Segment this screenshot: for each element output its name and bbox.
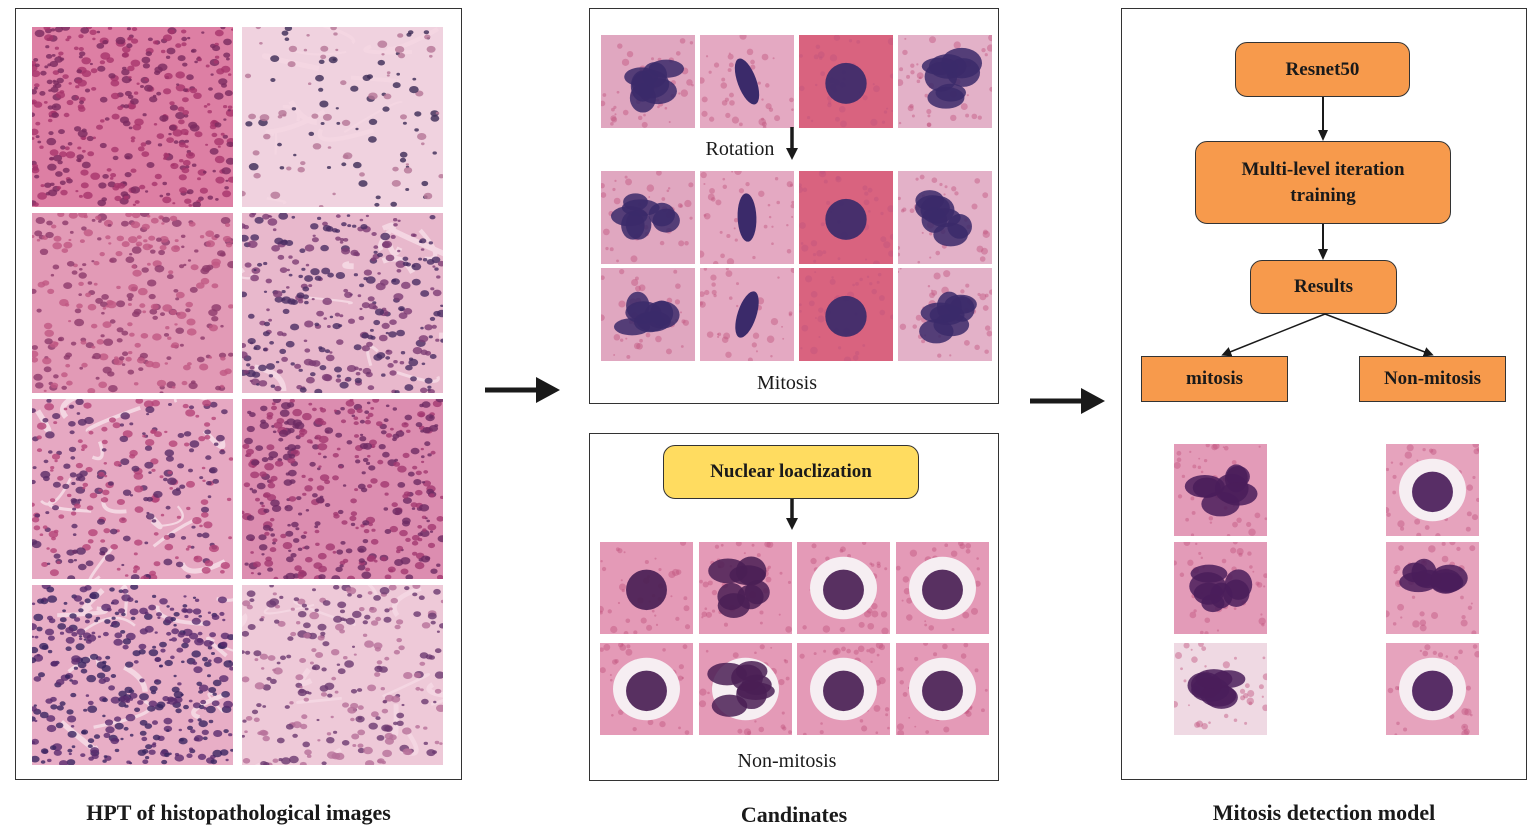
non-mitosis-patch xyxy=(699,643,792,735)
non-mitosis-patch xyxy=(896,542,989,634)
mitosis-patch xyxy=(799,171,893,264)
resnet50-box: Resnet50 xyxy=(1235,42,1410,97)
non-mitosis-patch xyxy=(797,643,890,735)
non-mitosis-patch xyxy=(600,643,693,735)
training-box: Multi-level iteration training xyxy=(1195,141,1451,224)
results-box: Results xyxy=(1250,260,1397,314)
mitosis-patch xyxy=(601,268,695,361)
non-mitosis-patch xyxy=(896,643,989,735)
nuclear-localization-box: Nuclear loaclization xyxy=(663,445,919,499)
hpt-image-tile xyxy=(32,213,233,393)
non-mitosis-result-patch xyxy=(1386,643,1479,735)
mitosis-patch xyxy=(898,35,992,128)
caption-model: Mitosis detection model xyxy=(1212,800,1436,825)
hpt-image-tile xyxy=(242,27,443,207)
mitosis-result-patch xyxy=(1174,444,1267,536)
mitosis-result-patch xyxy=(1174,643,1267,735)
mitosis-patch xyxy=(799,268,893,361)
mitosis-patch xyxy=(601,35,695,128)
non-mitosis-result-patch xyxy=(1386,542,1479,634)
non-mitosis-patch xyxy=(699,542,792,634)
caption-candidates: Candinates xyxy=(740,802,848,827)
hpt-image-tile xyxy=(32,27,233,207)
mitosis-patch xyxy=(898,171,992,264)
hpt-image-tile xyxy=(242,399,443,579)
hpt-image-tile xyxy=(242,213,443,393)
arrow-candidates-to-model xyxy=(1030,388,1105,414)
arrow-hpt-to-candidates xyxy=(485,377,560,403)
rotation-label: Rotation xyxy=(705,138,775,160)
mitosis-patch xyxy=(700,35,794,128)
hpt-image-tile xyxy=(32,585,233,765)
hpt-image-tile xyxy=(32,399,233,579)
non-mitosis-patch xyxy=(797,542,890,634)
mitosis-patch xyxy=(601,171,695,264)
non-mitosis-patch xyxy=(600,542,693,634)
mitosis-result-patch xyxy=(1174,542,1267,634)
mitosis-label: Mitosis xyxy=(756,372,818,394)
mitosis-patch xyxy=(700,268,794,361)
hpt-image-tile xyxy=(242,585,443,765)
mitosis-patch xyxy=(799,35,893,128)
mitosis-patch xyxy=(700,171,794,264)
mitosis-patch xyxy=(898,268,992,361)
mitosis-box: mitosis xyxy=(1141,356,1288,402)
non-mitosis-result-patch xyxy=(1386,444,1479,536)
caption-hpt: HPT of histopathological images xyxy=(86,800,391,825)
non-mitosis-label: Non-mitosis xyxy=(737,750,837,772)
non-mitosis-box: Non-mitosis xyxy=(1359,356,1506,402)
